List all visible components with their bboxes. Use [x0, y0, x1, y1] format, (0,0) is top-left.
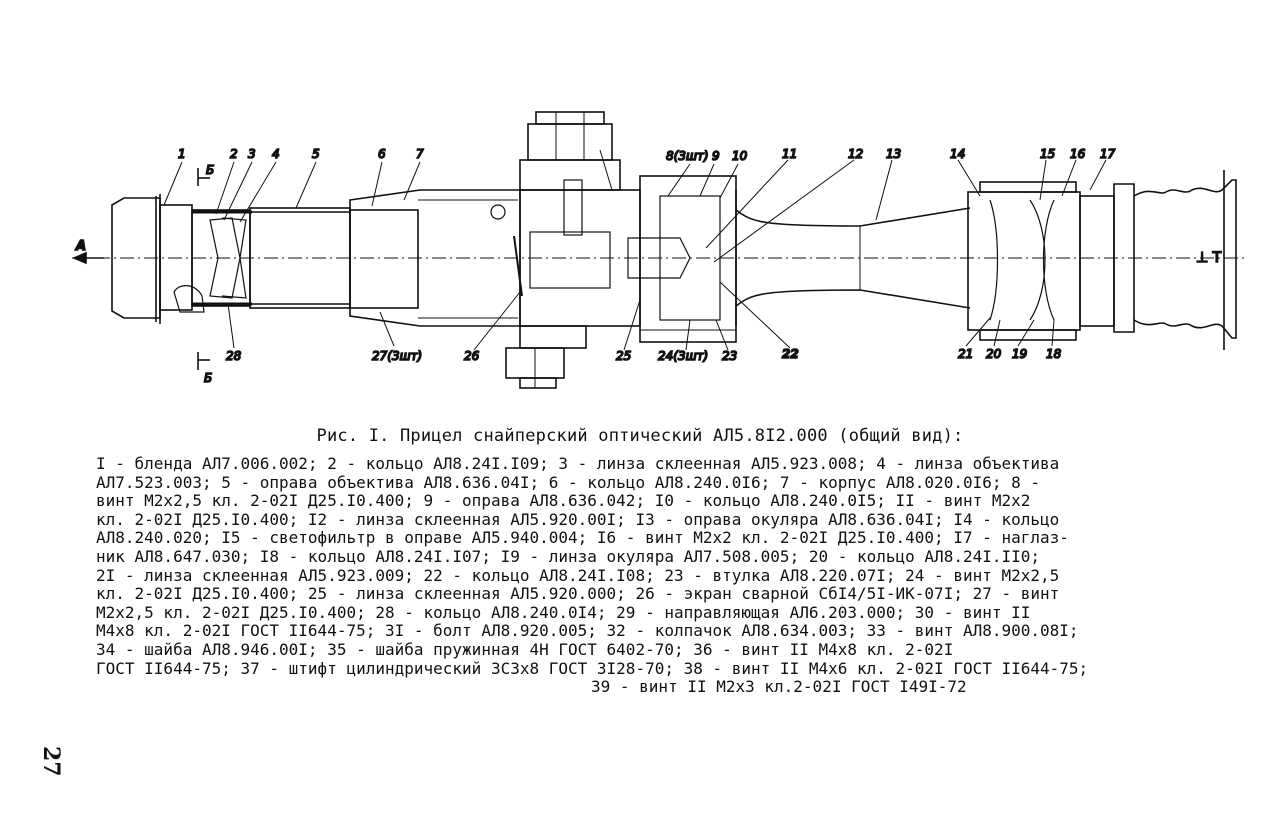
callout-28: 28	[226, 349, 242, 363]
section-mark-top-label: Б	[206, 163, 214, 177]
callout-22: 22	[782, 347, 799, 361]
callout-24: 24(3шт)	[658, 349, 708, 363]
elevation-turret	[519, 111, 621, 236]
legend-line: 2I - линза склеенная АЛ5.923.009; 22 - к…	[96, 566, 1060, 585]
objective-housing	[159, 204, 252, 313]
callout-3: 3	[248, 147, 256, 161]
callout-8: 8(3шт)	[666, 149, 709, 163]
legend-line: М2х2,5 кл. 2-02I Д25.I0.400; 28 - кольцо…	[96, 603, 1031, 622]
callout-1: 1	[178, 147, 186, 161]
callout-19: 19	[1012, 347, 1027, 361]
legend-line: ГОСТ II644-75; 37 - штифт цилиндрический…	[96, 659, 1089, 678]
callout-25: 25	[616, 349, 631, 363]
callout-26: 26	[464, 349, 480, 363]
callout-20: 20	[986, 347, 1002, 361]
section-mark-bottom-label: Б	[204, 371, 212, 385]
callout-17: 17	[1100, 147, 1116, 161]
eyecup	[1113, 170, 1237, 350]
legend-line: ник АЛ8.647.030; I8 - кольцо АЛ8.24I.I07…	[96, 547, 1041, 566]
callout-6: 6	[378, 147, 386, 161]
section-mark-bottom	[197, 352, 210, 370]
callout-21: 21	[958, 347, 973, 361]
callout-23: 23	[722, 349, 737, 363]
page-number: 27	[38, 746, 64, 777]
parts-legend: I - бленда АЛ7.006.002; 2 - кольцо АЛ8.2…	[96, 455, 1221, 697]
legend-line: АЛ7.523.003; 5 - оправа объектива АЛ8.63…	[96, 473, 1041, 492]
callout-5: 5	[312, 147, 320, 161]
callout-16: 16	[1070, 147, 1086, 161]
legend-line: I - бленда АЛ7.006.002; 2 - кольцо АЛ8.2…	[96, 455, 1060, 473]
legend-line: 34 - шайба АЛ8.946.00I; 35 - шайба пружи…	[96, 640, 954, 659]
callout-7: 7	[416, 147, 424, 161]
eyepiece-mount-tube	[735, 190, 971, 326]
legend-line: 39 - винт II М2х3 кл.2-02I ГОСТ I49I-72	[591, 678, 967, 697]
legend-line: винт М2х2,5 кл. 2-02I Д25.I0.400; 9 - оп…	[96, 492, 1031, 511]
callout-18: 18	[1046, 347, 1062, 361]
figure-caption: Рис. I. Прицел снайперский оптический АЛ…	[316, 426, 964, 446]
direction-label: А	[75, 239, 86, 254]
callout-27: 27(3шт)	[372, 349, 422, 363]
callout-4: 4	[272, 147, 280, 161]
lens-hood	[111, 194, 161, 324]
legend-line: АЛ8.240.020; I5 - светофильтр в оправе А…	[96, 529, 1069, 548]
callout-14: 14	[950, 147, 965, 161]
legend-line: М4х8 кл. 2-02I ГОСТ II644-75; 3I - болт …	[96, 622, 1079, 641]
reticle-symbol: ⊥ T	[1196, 250, 1222, 266]
legend-line: кл. 2-02I Д25.I0.400; I2 - линза склеенн…	[96, 510, 1060, 529]
callout-10: 10	[732, 149, 748, 163]
eyepiece	[967, 181, 1115, 341]
callout-9: 9	[712, 149, 720, 163]
section-mark-top	[197, 168, 210, 186]
legend-line: кл. 2-02I Д25.I0.400; 25 - линза склеенн…	[96, 585, 1060, 604]
callout-2: 2	[230, 147, 238, 161]
callout-12: 12	[848, 147, 863, 161]
scope-drawing: А	[71, 111, 1245, 389]
erector-cell	[627, 175, 737, 343]
callout-13: 13	[886, 147, 901, 161]
callout-11: 11	[782, 147, 797, 161]
direction-arrow-icon	[71, 251, 104, 265]
windage-turret	[505, 325, 587, 389]
objective-mount-tube	[249, 207, 351, 309]
callout-leaders	[163, 159, 1107, 351]
callout-15: 15	[1040, 147, 1055, 161]
